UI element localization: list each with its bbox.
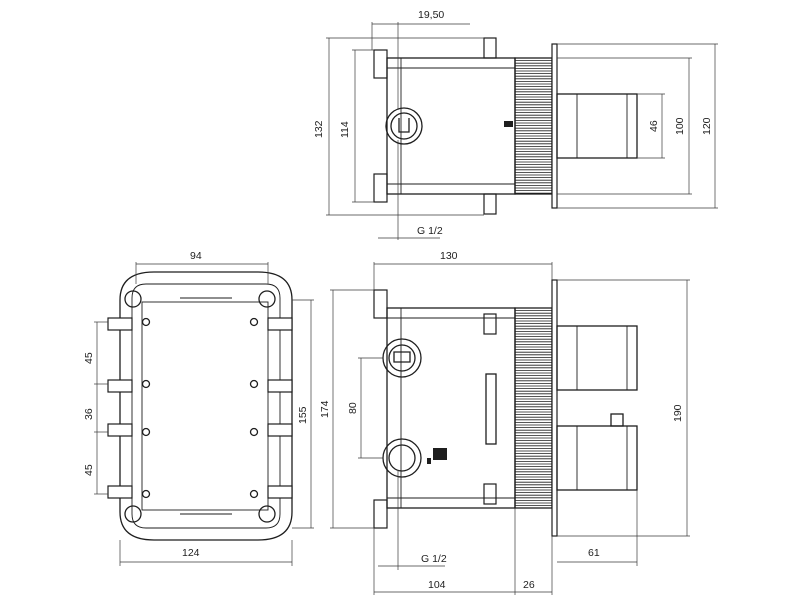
side-dim-collar: 26	[523, 579, 535, 591]
back-lug-l4	[107, 485, 133, 499]
back-dim-spacing-1: 45	[83, 352, 95, 364]
back-inner-outline	[131, 283, 281, 529]
top-tab-left-upper	[373, 49, 388, 79]
top-view: 19,50 132 114 46 100 120 G 1/2	[313, 9, 718, 240]
back-dim-top-width: 94	[190, 250, 202, 262]
top-body	[386, 57, 516, 195]
side-port-upper-cutout	[393, 351, 411, 363]
back-boss-br	[258, 505, 276, 523]
top-thread-label: G 1/2	[417, 225, 443, 237]
side-tab-right-upper	[483, 313, 497, 335]
side-brand-mark	[427, 448, 447, 464]
side-dim-port-spacing: 80	[347, 402, 359, 414]
side-collar	[514, 307, 553, 509]
top-port-inner	[390, 112, 418, 140]
back-boss-tl	[124, 290, 142, 308]
back-hole	[249, 427, 259, 437]
back-hole	[141, 489, 151, 499]
back-dim-bottom-width: 124	[182, 547, 200, 559]
back-hole	[249, 317, 259, 327]
top-dim-plate-outer: 120	[701, 117, 713, 135]
back-hole	[249, 379, 259, 389]
top-port-outer	[385, 107, 423, 145]
side-thread-label: G 1/2	[421, 553, 447, 565]
side-view: 130 174 80 190 G 1/2 104 26 61	[319, 250, 690, 595]
side-dim-knob-depth: 61	[588, 547, 600, 559]
back-hole	[141, 379, 151, 389]
back-lug-r4	[267, 485, 293, 499]
side-dim-plate-height: 190	[672, 404, 684, 422]
top-dim-outer-height: 132	[313, 120, 325, 138]
side-port-upper-inner	[388, 344, 416, 372]
side-tab-left-upper	[373, 289, 388, 319]
side-tab-left-lower	[373, 499, 388, 529]
back-lug-l3	[107, 423, 133, 437]
back-lug-r1	[267, 317, 293, 331]
top-dim-offset: 19,50	[418, 9, 444, 21]
back-hole	[249, 489, 259, 499]
back-center-plate	[141, 301, 269, 511]
back-dim-height: 155	[297, 406, 309, 424]
side-tab-right-lower	[483, 483, 497, 505]
top-plate	[551, 43, 558, 209]
top-knob	[556, 93, 638, 159]
top-dim-plate-inner: 100	[674, 117, 686, 135]
back-boss-tr	[258, 290, 276, 308]
back-dim-spacing-3: 45	[83, 464, 95, 476]
top-tab-right-lower	[483, 193, 497, 215]
side-dim-total-width: 130	[440, 250, 458, 262]
top-port-cutout	[398, 118, 410, 133]
top-collar-ribs	[515, 60, 552, 194]
back-lug-l2	[107, 379, 133, 393]
back-boss-bl	[124, 505, 142, 523]
side-knob-pin	[610, 413, 624, 427]
side-collar-ribs	[515, 310, 552, 507]
back-hole	[141, 427, 151, 437]
back-outline	[119, 271, 293, 541]
side-dim-body-depth: 104	[428, 579, 446, 591]
back-lug-r3	[267, 423, 293, 437]
back-hole	[141, 317, 151, 327]
top-brand-mark	[504, 121, 513, 127]
side-knob-upper	[556, 325, 638, 391]
top-dim-knob: 46	[648, 120, 660, 132]
back-dim-spacing-2: 36	[83, 408, 95, 420]
back-lug-r2	[267, 379, 293, 393]
side-plate	[551, 279, 558, 537]
back-lug-l1	[107, 317, 133, 331]
side-knob-lower	[556, 425, 638, 491]
side-dim-height: 174	[319, 400, 331, 418]
top-dim-inner-height: 114	[339, 121, 351, 138]
side-slot	[485, 373, 497, 445]
side-port-lower-inner	[388, 444, 416, 472]
top-tab-left-lower	[373, 173, 388, 203]
back-view: 94 124 45 36 45 155	[83, 250, 314, 566]
top-tab-right-upper	[483, 37, 497, 59]
